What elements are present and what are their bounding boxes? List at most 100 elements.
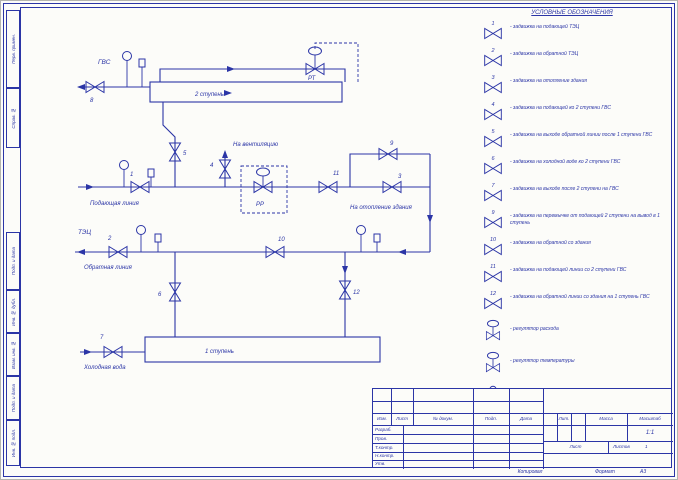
label-return-line: Обратная линия <box>84 265 133 271</box>
sheet-inner-frame <box>20 7 672 468</box>
valve-icon <box>484 108 502 121</box>
side-stamp-label: Взам. инв. № <box>10 340 16 369</box>
stage1-heat-exchanger <box>144 336 381 363</box>
valve-number-7: 7 <box>100 335 104 341</box>
side-stamp-label: Инв. № подл. <box>10 428 16 458</box>
label-gvs: ГВС <box>98 59 111 66</box>
tb-col-doc: № докум. <box>432 416 454 421</box>
valve-icon <box>484 135 502 148</box>
side-stamp: Инв. № дубл. <box>6 290 20 333</box>
side-stamp: Справ. № <box>6 88 20 148</box>
label-vent: На вентиляцию <box>233 142 279 148</box>
format-value: А3 <box>640 469 647 475</box>
side-stamp-label: Подп. и дата <box>10 246 16 276</box>
valve-number-6: 6 <box>158 292 162 298</box>
legend-item-label: - задвижка на подающей ко 2 ступени ГВС <box>510 105 611 111</box>
tb-listov-label: Листов <box>613 444 630 449</box>
side-stamp-label: Подп. и дата <box>10 383 16 413</box>
kopiroval-label: Копировал <box>517 469 543 475</box>
valve-number-1: 1 <box>130 172 133 178</box>
legend-title: УСЛОВНЫЕ ОБОЗНАЧЕНИЯ <box>531 10 613 16</box>
tb-row-tkontr: Т.контр. <box>375 445 394 450</box>
side-stamp: Инв. № подл. <box>6 420 20 466</box>
tb-masshtab: Масштаб <box>639 416 661 421</box>
legend-item-number: 1 <box>491 21 495 27</box>
tb-row-prov: Пров. <box>375 436 388 441</box>
title-block: Изм. Лист № докум. Подп. Дата Разраб. Пр… <box>372 388 673 469</box>
valve-number-5: 5 <box>183 151 187 157</box>
valve-icon <box>484 81 502 94</box>
thermometer-icon <box>373 233 381 243</box>
legend-item: 7 - задвижка на выходе после 2 ступени н… <box>476 183 668 207</box>
tb-scale-value: 1:1 <box>645 430 655 436</box>
legend-item: 10 - задвижка на обратной со здания <box>476 237 668 261</box>
manometer-icon <box>136 225 146 235</box>
legend-item-number: 5 <box>491 129 495 135</box>
legend-item-number: 9 <box>491 210 495 216</box>
valve-icon <box>484 27 502 40</box>
manometer-icon <box>122 51 132 61</box>
tb-row-utv: Утв. <box>375 461 386 466</box>
legend-item-number: 12 <box>489 291 497 297</box>
legend-item-label: - задвижка на подающей ТЭЦ <box>510 24 580 30</box>
legend-item-label: - задвижка на подающей линии со 2 ступен… <box>510 267 627 273</box>
temperature-regulator-icon <box>305 46 325 75</box>
label-rr: РР <box>256 202 264 208</box>
thermometer-icon <box>154 233 162 243</box>
impulse-lines <box>240 42 359 214</box>
tb-list-label: Лист <box>569 444 582 449</box>
valve-number-11: 11 <box>333 171 339 177</box>
label-tec: ТЭЦ <box>78 229 91 236</box>
legend-item-label: - задвижка на обратной линии со здания н… <box>510 294 650 300</box>
manometer-icon <box>119 160 129 170</box>
legend-item: 11 - задвижка на подающей линии со 2 сту… <box>476 264 668 288</box>
legend-item-label: - задвижка на выходе после 2 ступени на … <box>510 186 619 192</box>
legend-item: 12 - задвижка на обратной линии со здани… <box>476 291 668 315</box>
legend-item: 9 - задвижка на перемычке от подающей 2 … <box>476 210 668 234</box>
valve-icon <box>484 216 502 229</box>
valve-icon <box>484 297 502 310</box>
side-stamp-label: Перв. примен. <box>10 34 16 64</box>
valve-icon <box>484 54 502 67</box>
side-stamp: Взам. инв. № <box>6 333 20 376</box>
tb-col-list: Лист <box>396 416 408 421</box>
side-stamp-label: Справ. № <box>10 107 16 129</box>
sheet-outer-border <box>3 3 675 477</box>
valve-number-8: 8 <box>90 98 94 104</box>
legend-item-number: 3 <box>491 75 495 81</box>
label-cold-water: Холодная вода <box>83 365 126 371</box>
legend-item-number: 7 <box>491 183 495 189</box>
tb-listov-value: 1 <box>645 444 648 449</box>
tb-col-podp: Подп. <box>484 416 498 421</box>
legend-item-number: 10 <box>489 237 497 243</box>
thermometer-icon <box>138 58 146 68</box>
legend-item: 1 - задвижка на подающей ТЭЦ <box>476 21 668 45</box>
legend-item: 2 - задвижка на обратной ТЭЦ <box>476 48 668 72</box>
valve-number-12: 12 <box>353 290 360 296</box>
thermometer-icon <box>147 168 155 178</box>
legend-item: 5 - задвижка на выходе обратной линии по… <box>476 129 668 153</box>
side-stamp-label: Инв. № дубл. <box>10 297 16 326</box>
valve-icon <box>484 243 502 256</box>
manometer-icon <box>356 225 366 235</box>
piping-schematic: ГВС 2 ступень РТ На вентиляцию Подающая … <box>75 42 433 371</box>
label-supply-line: Подающая линия <box>90 201 140 207</box>
legend-item-label: - задвижка на холодной воде ко 2 ступени… <box>510 159 621 165</box>
flow-regulator-icon <box>485 319 501 341</box>
stage2-heat-exchanger <box>149 81 343 103</box>
valve-number-10: 10 <box>278 237 285 243</box>
legend-item: 4 - задвижка на подающей ко 2 ступени ГВ… <box>476 102 668 126</box>
legend-item: 6 - задвижка на холодной воде ко 2 ступе… <box>476 156 668 180</box>
valve-number-9: 9 <box>390 141 394 147</box>
legend-item-label: - задвижка на выходе обратной линии посл… <box>510 132 653 138</box>
legend-item-label: - регулятор температуры <box>510 358 575 364</box>
tb-lit: Лит. <box>558 416 570 421</box>
legend-item: 3 - задвижка на отопление здания <box>476 75 668 99</box>
temperature-regulator-icon <box>485 351 501 373</box>
legend-item-label: - регулятор расхода <box>510 326 559 332</box>
tb-row-razrab: Разраб. <box>375 427 392 432</box>
legend-item: - регулятор температуры <box>476 350 668 381</box>
label-heating: На отопление здания <box>350 205 413 211</box>
valve-number-3: 3 <box>398 174 402 180</box>
